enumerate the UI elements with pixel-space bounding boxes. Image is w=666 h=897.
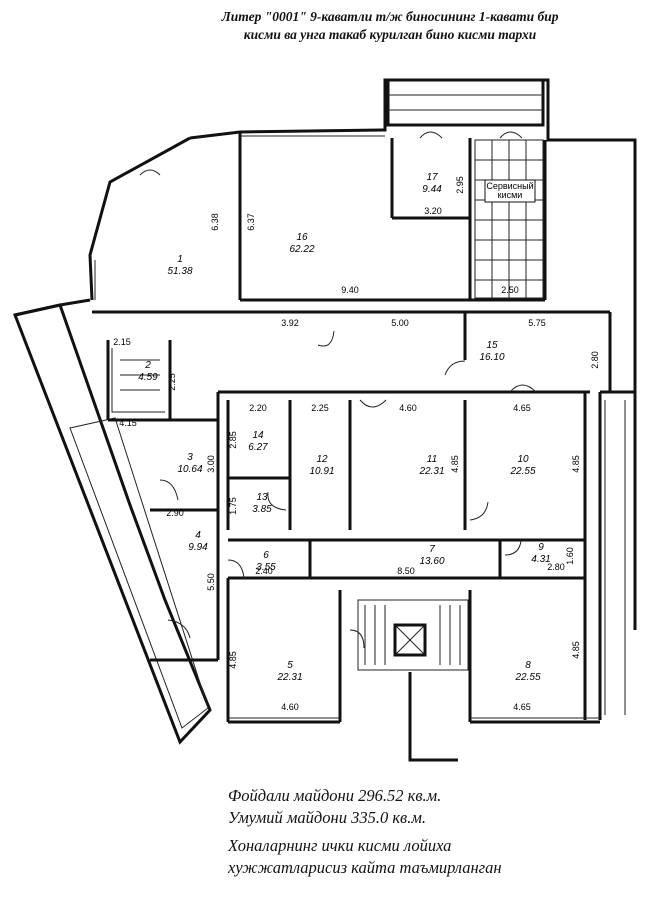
- room-number-12: 12: [316, 454, 328, 465]
- stair-core: [111, 348, 469, 762]
- stair-label-line2: кисми: [498, 190, 523, 200]
- stair-label-line1: Сервисный: [486, 181, 533, 191]
- remark-line1: Хоналарнинг ички кисми лойиха: [228, 836, 452, 855]
- room-area-10: 22.55: [509, 466, 535, 477]
- room-area-15: 16.10: [479, 352, 504, 363]
- room-area-13: 3.85: [252, 504, 272, 515]
- dimension-label: 2.50: [501, 285, 519, 295]
- room-area-17: 9.44: [422, 184, 442, 195]
- dimension-label: 2.95: [455, 176, 465, 194]
- room-labels: 151.3824.59310.6449.94522.3163.55713.608…: [138, 172, 550, 683]
- dimension-label: 4.60: [399, 403, 417, 413]
- dimension-label: 5.50: [206, 573, 216, 591]
- plan-title-line2: кисми ва унга такаб курилган бино кисми …: [243, 27, 537, 42]
- dimension-label: 2.40: [255, 566, 273, 576]
- dimension-label: 2.90: [166, 508, 184, 518]
- room-area-4: 9.94: [188, 542, 208, 553]
- dimension-label: 9.40: [341, 285, 359, 295]
- room-area-8: 22.55: [514, 672, 540, 683]
- room-number-3: 3: [187, 452, 193, 463]
- dimension-label: 8.50: [397, 566, 415, 576]
- dimension-label: 4.15: [119, 418, 137, 428]
- outer-walls: [12, 78, 637, 745]
- room-area-14: 6.27: [248, 442, 268, 453]
- room-area-9: 4.31: [531, 554, 550, 565]
- dimension-label: 3.00: [206, 455, 216, 473]
- room-area-1: 51.38: [167, 266, 192, 277]
- room-number-16: 16: [296, 232, 308, 243]
- dimension-label: 3.20: [424, 206, 442, 216]
- room-number-5: 5: [287, 660, 293, 671]
- room-area-7: 13.60: [419, 556, 444, 567]
- room-number-7: 7: [429, 544, 435, 555]
- door-swings: [139, 131, 537, 649]
- floor-plan: Сервисный кисми 151.3824.59310.6449.9452…: [12, 78, 637, 762]
- dimension-label: 2.15: [113, 337, 131, 347]
- dimension-label: 6.38: [210, 213, 220, 231]
- room-number-8: 8: [525, 660, 531, 671]
- dimension-label: 2.25: [311, 403, 329, 413]
- room-number-10: 10: [517, 454, 529, 465]
- dimension-label: 2.80: [547, 562, 565, 572]
- service-grid: Сервисный кисми: [474, 139, 544, 299]
- room-number-17: 17: [426, 172, 438, 183]
- room-number-6: 6: [263, 550, 269, 561]
- room-area-12: 10.91: [309, 466, 334, 477]
- room-number-15: 15: [486, 340, 498, 351]
- room-number-14: 14: [252, 430, 264, 441]
- dimension-label: 4.60: [281, 702, 299, 712]
- dimension-label: 4.85: [571, 641, 581, 659]
- room-number-2: 2: [144, 360, 151, 371]
- windows: [94, 135, 600, 719]
- room-number-11: 11: [427, 454, 437, 465]
- room-area-2: 4.59: [138, 372, 158, 383]
- room-area-6: 3.55: [256, 562, 276, 573]
- dimension-label: 4.85: [228, 651, 238, 669]
- dimension-label: 3.92: [281, 318, 299, 328]
- room-area-11: 22.31: [418, 466, 444, 477]
- plan-title: Литер "0001" 9-каватли т/ж биносининг 1-…: [150, 8, 630, 44]
- room-number-13: 13: [256, 492, 268, 503]
- plan-title-line1: Литер "0001" 9-каватли т/ж биносининг 1-…: [221, 9, 559, 24]
- dimension-label: 2.20: [249, 403, 267, 413]
- dimension-label: 2.85: [228, 431, 238, 449]
- dimension-label: 6.37: [246, 213, 256, 231]
- dimension-label: 4.85: [450, 455, 460, 473]
- dimension-label: 4.65: [513, 702, 531, 712]
- dimension-label: 2.80: [590, 351, 600, 369]
- dimension-label: 1.60: [565, 547, 575, 565]
- interior-walls: [92, 132, 612, 724]
- remark-line2: хужжатларисиз кайта таъмирланган: [228, 858, 502, 877]
- room-number-1: 1: [177, 254, 183, 265]
- dimension-label: 5.75: [528, 318, 546, 328]
- room-area-5: 22.31: [276, 672, 302, 683]
- dimension-label: 4.65: [513, 403, 531, 413]
- dimension-label: 4.85: [571, 455, 581, 473]
- total-area-note: Умумий майдони 335.0 кв.м.: [228, 808, 426, 827]
- dimension-label: 2.25: [167, 373, 177, 391]
- room-number-9: 9: [538, 542, 544, 553]
- useful-area-note: Фойдали майдони 296.52 кв.м.: [228, 786, 442, 805]
- dimension-label: 1.75: [228, 497, 238, 515]
- dimension-labels: 6.38 6.37 9.40 2.95 3.20 2.50 3.92 5.00 5.75 2.80…: [113, 176, 600, 712]
- dimension-label: 5.00: [391, 318, 409, 328]
- room-number-4: 4: [195, 530, 201, 541]
- room-area-3: 10.64: [177, 464, 202, 475]
- room-area-16: 62.22: [289, 244, 314, 255]
